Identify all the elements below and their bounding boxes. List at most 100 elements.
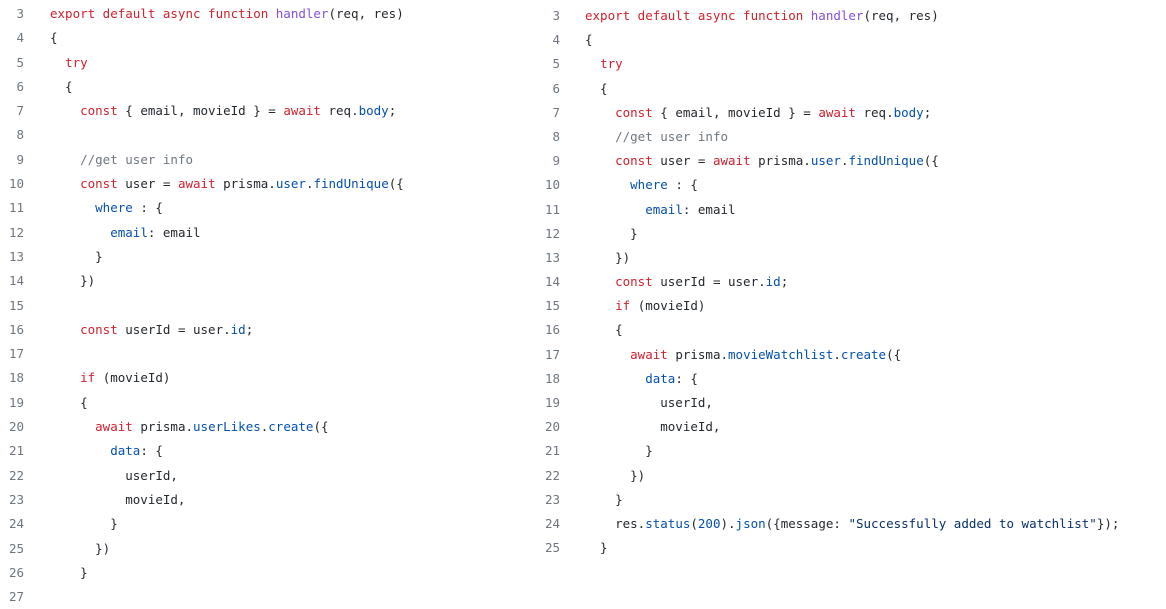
line-number: 4 bbox=[552, 32, 560, 48]
code-token: }) bbox=[585, 467, 646, 483]
line-code: where : { bbox=[585, 173, 1166, 197]
code-token bbox=[585, 298, 615, 313]
line-code bbox=[50, 294, 540, 318]
code-token: userId = user. bbox=[652, 274, 766, 290]
code-token: user = bbox=[117, 176, 178, 192]
line-code: { bbox=[585, 77, 1166, 101]
code-token: email bbox=[645, 201, 683, 217]
code-token: movieId, bbox=[50, 491, 186, 507]
code-token: if bbox=[80, 370, 96, 386]
code-token: } bbox=[50, 564, 88, 580]
code-token: 200 bbox=[697, 515, 721, 531]
code-token: await bbox=[630, 346, 668, 362]
code-token: ({message: bbox=[765, 515, 849, 531]
code-line: 15 if (movieId) bbox=[540, 294, 1166, 318]
code-token: user bbox=[275, 176, 306, 192]
code-token: ({ bbox=[886, 346, 902, 362]
line-number: 19 bbox=[544, 395, 560, 410]
code-token bbox=[585, 371, 645, 386]
line-number: 27 bbox=[8, 589, 24, 605]
line-code: userId, bbox=[50, 464, 540, 488]
code-token bbox=[585, 274, 615, 289]
line-number: 8 bbox=[16, 127, 24, 143]
code-line: 16 { bbox=[540, 318, 1166, 342]
code-token: try bbox=[600, 56, 623, 72]
code-token: ; bbox=[388, 103, 397, 119]
code-token: ; bbox=[923, 104, 932, 120]
line-number: 18 bbox=[8, 370, 24, 386]
code-line: 25 }) bbox=[0, 537, 540, 561]
code-token bbox=[585, 347, 630, 362]
code-token: ). bbox=[720, 515, 736, 531]
code-token: : { bbox=[132, 200, 163, 216]
line-code bbox=[50, 123, 540, 147]
line-number: 12 bbox=[544, 225, 560, 241]
code-line: 17 await prisma.movieWatchlist.create({ bbox=[540, 343, 1166, 367]
line-number: 23 bbox=[8, 491, 24, 507]
line-number: 18 bbox=[544, 370, 560, 386]
code-token bbox=[585, 105, 615, 120]
code-line: 10 const user = await prisma.user.findUn… bbox=[0, 172, 540, 196]
line-number: 4 bbox=[16, 30, 24, 46]
code-token: : { bbox=[140, 443, 163, 459]
line-code: { bbox=[50, 26, 540, 50]
code-token: (movieId) bbox=[630, 298, 706, 314]
code-token: ({ bbox=[313, 419, 329, 435]
code-token: await bbox=[95, 419, 133, 435]
line-number: 25 bbox=[8, 540, 24, 556]
code-token: } bbox=[50, 516, 118, 532]
code-token: try bbox=[65, 54, 88, 70]
code-token: prisma. bbox=[132, 419, 194, 435]
line-code: const userId = user.id; bbox=[585, 270, 1166, 294]
code-token: prisma. bbox=[667, 346, 729, 362]
code-token: await bbox=[177, 176, 216, 192]
code-token: { bbox=[50, 30, 58, 46]
code-token: { bbox=[585, 32, 593, 48]
code-line: 8 bbox=[0, 123, 540, 147]
line-number: 3 bbox=[552, 8, 560, 23]
code-token: ( bbox=[690, 515, 698, 531]
line-number: 25 bbox=[544, 540, 560, 556]
code-line: 27 bbox=[0, 585, 540, 609]
line-code: } bbox=[585, 536, 1166, 560]
line-number: 23 bbox=[544, 491, 560, 507]
code-token: export default async function bbox=[50, 6, 276, 21]
code-token: await bbox=[712, 153, 751, 169]
line-code: await prisma.movieWatchlist.create({ bbox=[585, 343, 1166, 367]
line-code: data: { bbox=[50, 439, 540, 463]
code-line: 12 } bbox=[540, 222, 1166, 246]
code-line: 9 //get user info bbox=[0, 148, 540, 172]
line-code: email: email bbox=[585, 198, 1166, 222]
code-token: { email, movieId } = bbox=[117, 103, 284, 119]
code-token: req. bbox=[855, 104, 894, 120]
line-code: }) bbox=[50, 537, 540, 561]
code-token: const bbox=[615, 274, 653, 290]
code-token: const bbox=[80, 176, 118, 192]
line-code: } bbox=[585, 222, 1166, 246]
code-line: 20 await prisma.userLikes.create({ bbox=[0, 415, 540, 439]
code-token: { bbox=[50, 394, 88, 410]
code-token: id bbox=[230, 321, 246, 337]
code-line: 7 const { email, movieId } = await req.b… bbox=[0, 99, 540, 123]
code-token: }) bbox=[585, 249, 631, 265]
code-token: (req, res) bbox=[328, 6, 404, 21]
code-line: 17 bbox=[0, 342, 540, 366]
code-line: 24 res.status(200).json({message: "Succe… bbox=[540, 512, 1166, 536]
code-token: movieWatchlist bbox=[728, 346, 834, 362]
line-code: if (movieId) bbox=[585, 294, 1166, 318]
line-number: 21 bbox=[8, 443, 24, 459]
code-token: email bbox=[110, 224, 148, 240]
code-line: 21 } bbox=[540, 439, 1166, 463]
code-token: } bbox=[585, 491, 623, 507]
code-token: body bbox=[358, 103, 389, 119]
code-line: 6 { bbox=[0, 75, 540, 99]
code-token: req. bbox=[320, 103, 359, 119]
code-token bbox=[50, 419, 95, 434]
code-line: 20 movieId, bbox=[540, 415, 1166, 439]
line-number: 24 bbox=[544, 515, 560, 531]
code-token: { bbox=[585, 80, 608, 96]
code-token: : { bbox=[675, 370, 698, 386]
